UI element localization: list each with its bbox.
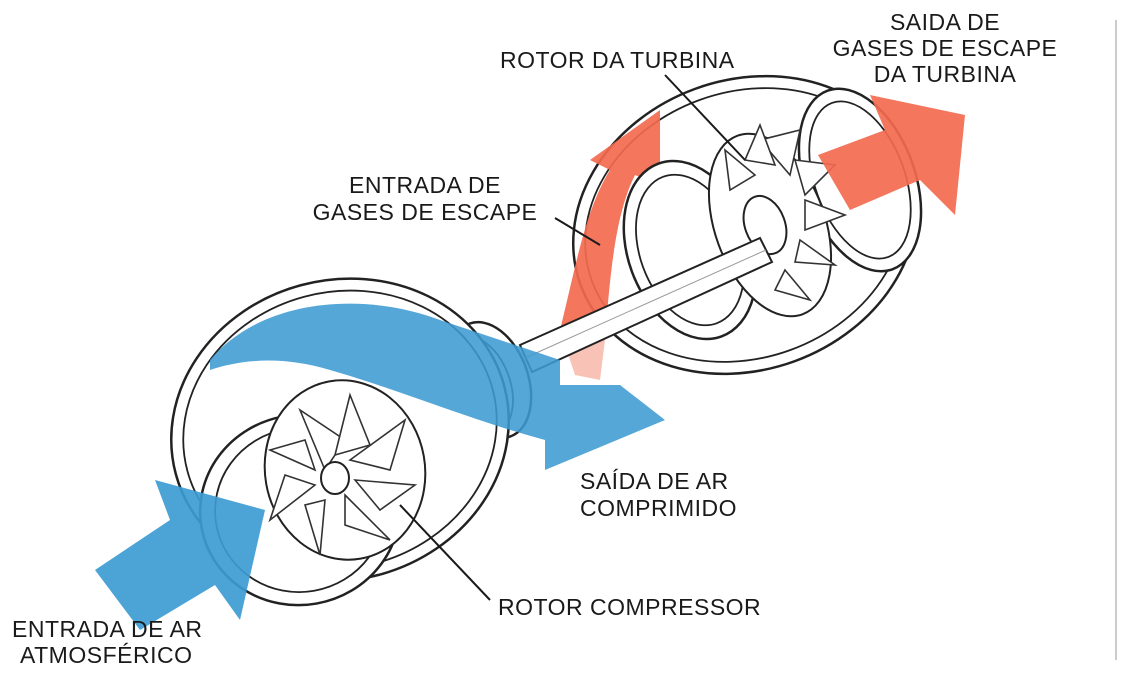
leader-rotor-turbina (664, 74, 746, 161)
label-entrada-ar-line1: ENTRADA DE AR (12, 616, 203, 642)
label-entrada-ar-line2: ATMOSFÉRICO (20, 642, 192, 668)
air-inlet-arrow (95, 480, 265, 630)
label-entrada-gases-line2: GASES DE ESCAPE (313, 199, 538, 225)
label-saida-gases-line3: DA TURBINA (874, 61, 1017, 87)
label-rotor-turbina: ROTOR DA TURBINA (500, 47, 735, 73)
label-rotor-compressor: ROTOR COMPRESSOR (498, 594, 761, 620)
compressed-air-flow (210, 303, 665, 470)
label-entrada-gases-line1: ENTRADA DE (349, 172, 501, 198)
leader-rotor-compressor (399, 504, 491, 601)
label-saida-gases-line1: SAIDA DE (890, 9, 1000, 35)
exhaust-outlet-arrow (818, 95, 965, 215)
leader-entrada-gases (554, 217, 601, 246)
label-saida-ar-line1: SAÍDA DE AR (580, 468, 729, 494)
leader-lines (399, 74, 746, 601)
label-saida-ar-line2: COMPRIMIDO (580, 495, 737, 521)
label-saida-gases-line2: GASES DE ESCAPE (833, 35, 1058, 61)
